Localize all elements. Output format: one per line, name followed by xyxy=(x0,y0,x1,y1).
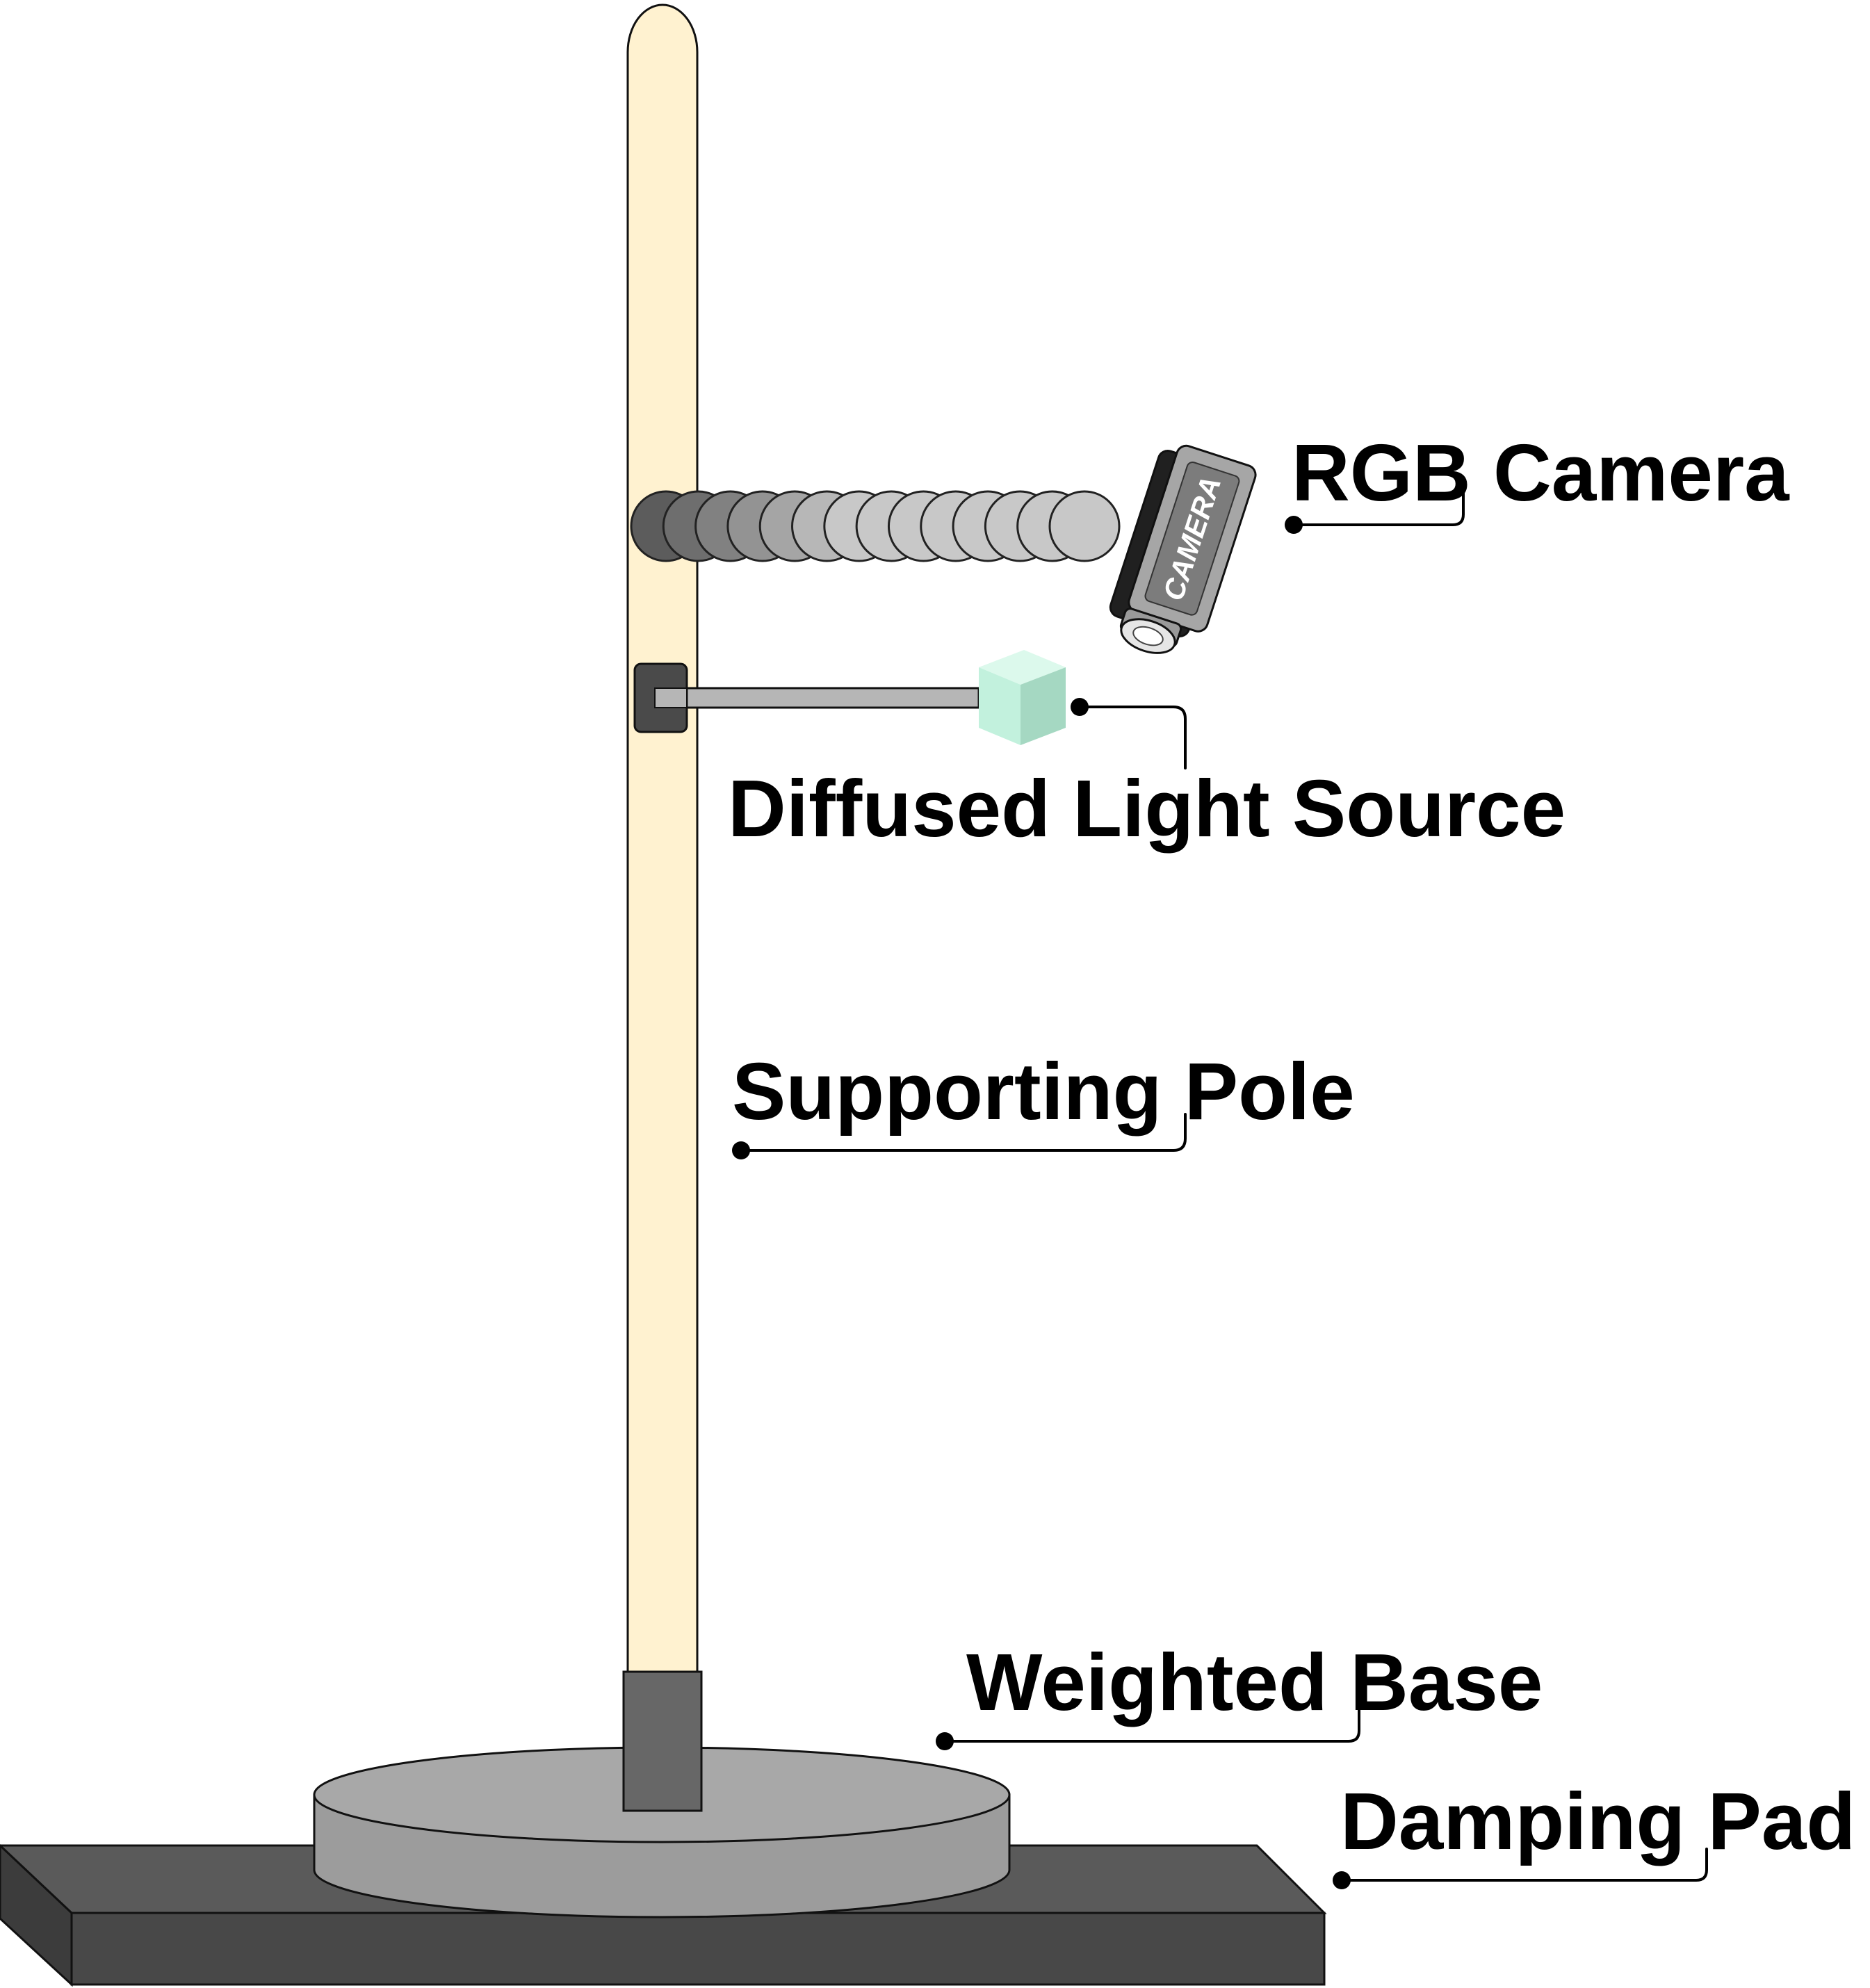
label-damping-pad: Damping Pad xyxy=(1340,1776,1855,1866)
leader-lines xyxy=(732,489,1708,1889)
light-cube-icon xyxy=(979,650,1066,745)
supporting-pole xyxy=(626,3,699,1673)
gooseneck-segment xyxy=(1048,490,1121,562)
pole-sleeve xyxy=(622,1670,703,1812)
label-weighted-base: Weighted Base xyxy=(966,1637,1543,1727)
gooseneck-arm xyxy=(630,490,1121,562)
light-source-mount xyxy=(633,662,980,733)
label-diffused-light-source: Diffused Light Source xyxy=(728,763,1566,854)
label-rgb-camera: RGB Camera xyxy=(1292,427,1790,518)
weighted-base xyxy=(313,1746,1011,1918)
label-supporting-pole: Supporting Pole xyxy=(732,1046,1355,1136)
camera-icon: CAMERA xyxy=(1109,444,1257,654)
